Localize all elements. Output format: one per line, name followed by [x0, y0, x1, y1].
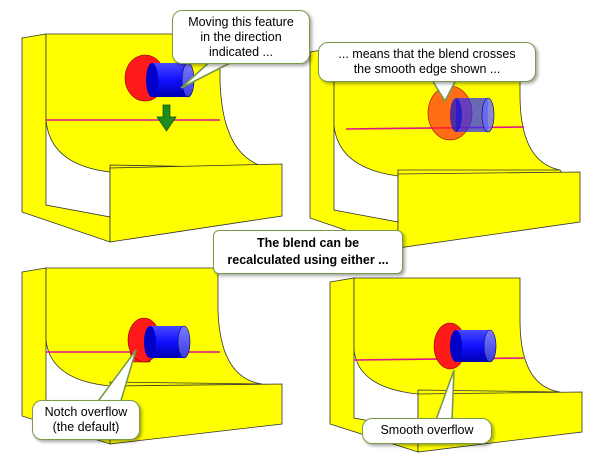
panel-original [21, 33, 283, 243]
boss-end-face [177, 325, 191, 359]
boss-base [450, 330, 462, 362]
boss-end-face [481, 97, 495, 133]
callout-smooth-overflow: Smooth overflow [362, 418, 492, 444]
center-caption-line2: recalculated using either ... [227, 253, 389, 267]
callout-crosses-edge-line2: the smooth edge shown ... [353, 62, 501, 76]
callout-move-feature-line2: in the direction [200, 30, 282, 44]
callout-notch-line2: (the default) [52, 420, 120, 434]
block-front-face [397, 171, 581, 249]
direction-arrow-icon [156, 104, 177, 132]
callout-crosses-edge: ... means that the blend crosses the smo… [318, 42, 536, 82]
center-caption: The blend can be recalculated using eith… [213, 230, 403, 274]
center-caption-line1: The blend can be [256, 236, 360, 250]
callout-move-feature-line1: Moving this feature [188, 15, 294, 29]
callout-move-feature: Moving this feature in the direction ind… [172, 10, 310, 64]
callout-pointers [95, 57, 457, 421]
callout-notch-overflow: Notch overflow (the default) [32, 400, 140, 440]
pointer-smooth [435, 369, 455, 421]
pointer-crosses-edge [431, 79, 457, 103]
boss-base [144, 326, 156, 358]
pointer-move-feature [180, 57, 233, 89]
callout-smooth-line1: Smooth overflow [380, 423, 474, 437]
boss-base [450, 98, 462, 132]
block-front-face [109, 163, 283, 243]
callout-notch-line1: Notch overflow [44, 405, 128, 419]
callout-move-feature-line3: indicated ... [209, 45, 273, 59]
boss-end-face [483, 329, 497, 363]
pointer-notch [95, 349, 137, 405]
callout-crosses-edge-line1: ... means that the blend crosses [338, 47, 516, 61]
boss-base [146, 63, 158, 97]
panel-notch-overflow [21, 267, 283, 445]
